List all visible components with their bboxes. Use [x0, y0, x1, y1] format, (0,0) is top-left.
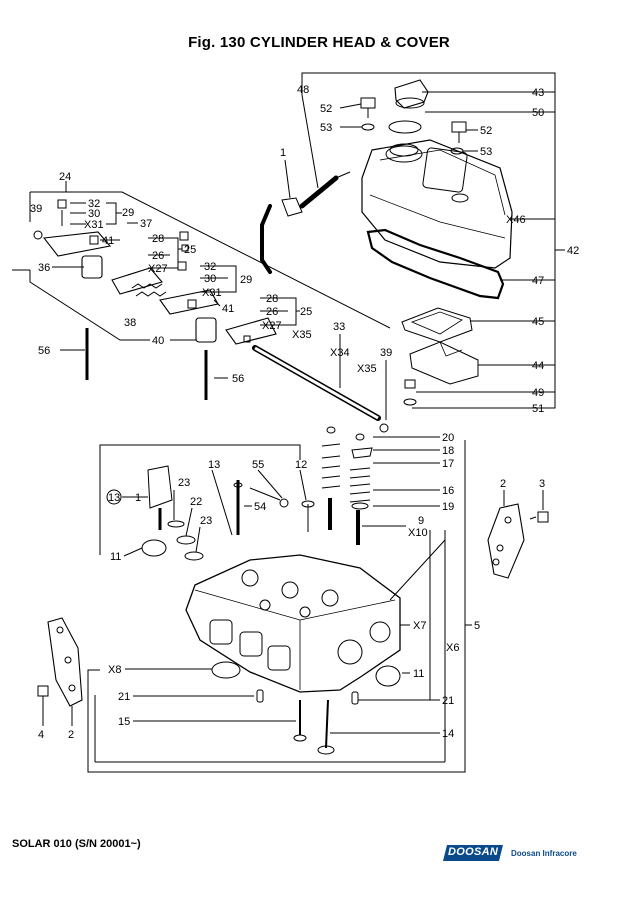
callout-40: 40	[152, 335, 164, 347]
callout-9: 9	[418, 515, 424, 527]
callout-2: 2	[500, 478, 506, 490]
callout-5: 5	[474, 620, 480, 632]
callout-x10: X10	[408, 527, 428, 539]
callout-41: 41	[222, 303, 234, 315]
callout-16: 16	[442, 485, 454, 497]
cylinder-head-block	[185, 554, 401, 693]
callout-3: 3	[539, 478, 545, 490]
cylinder-head-cover-group	[260, 72, 565, 409]
callout-19: 19	[442, 501, 454, 513]
callout-53: 53	[320, 122, 332, 134]
cover-gasket	[366, 228, 505, 300]
callout-42: 42	[567, 245, 579, 257]
callout-25: 25	[184, 244, 196, 256]
callout-26: 26	[152, 250, 164, 262]
callout-14: 14	[442, 728, 454, 740]
callout-39: 39	[30, 203, 42, 215]
cylinder-head-group	[37, 426, 549, 773]
callout-32: 32	[88, 198, 100, 210]
callout-48: 48	[297, 84, 309, 96]
callout-2: 2	[68, 729, 74, 741]
callout-50: 50	[532, 107, 544, 119]
callout-23: 23	[200, 515, 212, 527]
callout-39: 39	[380, 347, 392, 359]
callout-20: 20	[442, 432, 454, 444]
callout-43: 43	[532, 87, 544, 99]
callout-51: 51	[532, 403, 544, 415]
callout-1: 1	[280, 147, 286, 159]
callout-11: 11	[413, 668, 424, 680]
callout-41: 41	[102, 235, 114, 247]
callout-55: 55	[252, 459, 264, 471]
oil-filler-cap	[394, 79, 429, 109]
callout-x31: X31	[202, 287, 222, 299]
doosan-logo	[443, 845, 503, 861]
rocker-arm-group	[12, 181, 391, 433]
callout-17: 17	[442, 458, 454, 470]
callout-x7: X7	[413, 620, 426, 632]
callout-13-circled: 13	[108, 492, 120, 504]
doosan-logo-word: DOOSAN	[448, 846, 499, 858]
callout-30: 30	[204, 273, 216, 285]
callout-45: 45	[532, 316, 544, 328]
callout-13: 13	[208, 459, 220, 471]
lifting-bracket-right	[487, 503, 525, 579]
callout-x27: X27	[262, 320, 282, 332]
callout-labels: 48 43 52 53 50 52 53 1 X46 42 47 45 44 4…	[30, 84, 579, 741]
callout-21: 21	[442, 695, 454, 707]
callout-47: 47	[532, 275, 544, 287]
callout-53: 53	[480, 146, 492, 158]
callout-24: 24	[59, 171, 71, 183]
callout-28: 28	[152, 233, 164, 245]
callout-56: 56	[38, 345, 50, 357]
callout-52: 52	[480, 125, 492, 137]
callout-56: 56	[232, 373, 244, 385]
cylinder-head-cover	[361, 139, 513, 269]
callout-30: 30	[88, 208, 100, 220]
callout-1: 1	[135, 492, 141, 504]
callout-x27: X27	[148, 263, 168, 275]
callout-11: 11	[110, 551, 121, 563]
callout-54: 54	[254, 501, 266, 513]
callout-23: 23	[178, 477, 190, 489]
callout-36: 36	[38, 262, 50, 274]
callout-29: 29	[122, 207, 134, 219]
callout-x6: X6	[446, 642, 459, 654]
callout-25: 25	[300, 306, 312, 318]
page-title: Fig. 130 CYLINDER HEAD & COVER	[188, 34, 450, 51]
callout-32: 32	[204, 261, 216, 273]
callout-28: 28	[266, 293, 278, 305]
callout-4: 4	[38, 729, 44, 741]
callout-44: 44	[532, 360, 544, 372]
callout-x35: X35	[357, 363, 377, 375]
callout-52: 52	[320, 103, 332, 115]
o-ring	[388, 120, 422, 134]
callout-x31: X31	[84, 219, 104, 231]
callout-33: 33	[333, 321, 345, 333]
callout-26: 26	[266, 306, 278, 318]
callout-37: 37	[140, 218, 152, 230]
callout-38: 38	[124, 317, 136, 329]
brand-name: Doosan Infracore	[511, 849, 577, 858]
callout-18: 18	[442, 445, 454, 457]
callout-22: 22	[190, 496, 202, 508]
model-serial-label: SOLAR 010 (S/N 20001~)	[12, 838, 141, 850]
callout-29: 29	[240, 274, 252, 286]
callout-x34: X34	[330, 347, 350, 359]
callout-x46: X46	[506, 214, 526, 226]
callout-21: 21	[118, 691, 130, 703]
lifting-bracket-left	[47, 617, 83, 707]
callout-12: 12	[295, 459, 307, 471]
callout-x8: X8	[108, 664, 121, 676]
callout-15: 15	[118, 716, 130, 728]
callout-x35: X35	[292, 329, 312, 341]
callout-49: 49	[532, 387, 544, 399]
